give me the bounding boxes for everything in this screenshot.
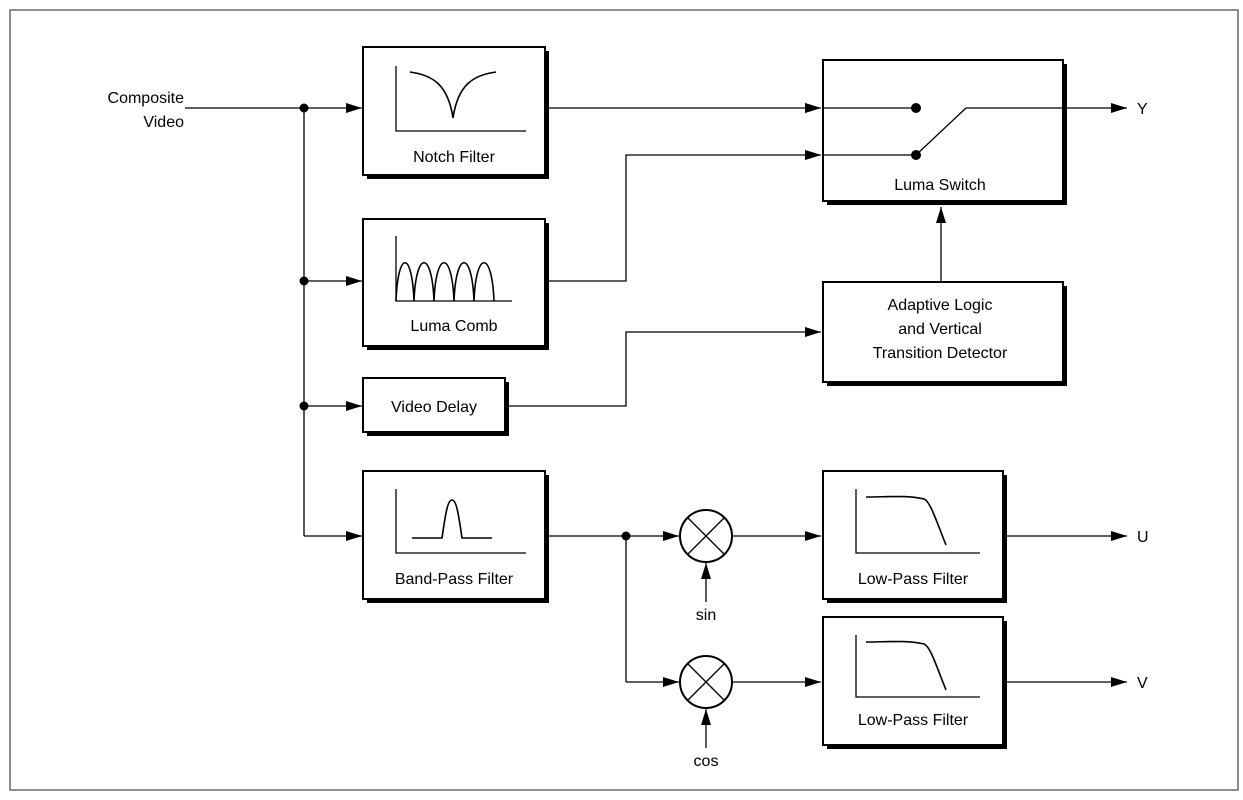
cos-mixer [679,655,733,709]
output-v-label: V [1137,675,1148,692]
band-pass-filter-label: Band-Pass Filter [395,571,514,588]
video-delay-label: Video Delay [391,399,477,416]
input-label-line1: Composite [108,90,185,107]
band-pass-response-icon [395,489,526,554]
luma-comb-label: Luma Comb [410,318,497,335]
luma-switch-label: Luma Switch [894,177,986,194]
luma-switch-contacts [805,103,1063,160]
adaptive-logic-line2: and Vertical [898,321,982,338]
low-pass-filter-u-block: Low-Pass Filter [822,470,1007,603]
low-pass-filter-v-block: Low-Pass Filter [822,616,1007,749]
low-pass-filter-u-label: Low-Pass Filter [858,571,969,588]
band-pass-filter-block: Band-Pass Filter [362,470,549,603]
sin-label: sin [696,607,716,624]
luma-comb-block: Luma Comb [362,218,549,350]
notch-response-icon [395,66,526,132]
cos-label: cos [694,753,719,770]
adaptive-logic-line3: Transition Detector [873,345,1008,362]
sin-mixer [679,509,733,563]
adaptive-logic-line1: Adaptive Logic [888,297,993,314]
video-delay-block: Video Delay [362,377,509,436]
output-y-label: Y [1137,101,1148,118]
comb-response-icon [395,236,512,302]
low-pass-v-response-icon [855,635,980,698]
low-pass-filter-v-label: Low-Pass Filter [858,712,969,729]
low-pass-u-response-icon [855,489,980,554]
output-u-label: U [1137,529,1149,546]
notch-filter-label: Notch Filter [413,149,495,166]
luma-switch-block: Luma Switch [822,59,1067,205]
notch-filter-block: Notch Filter [362,46,549,179]
adaptive-logic-block: Adaptive Logic and Vertical Transition D… [822,281,1067,386]
input-label-line2: Video [143,114,184,131]
